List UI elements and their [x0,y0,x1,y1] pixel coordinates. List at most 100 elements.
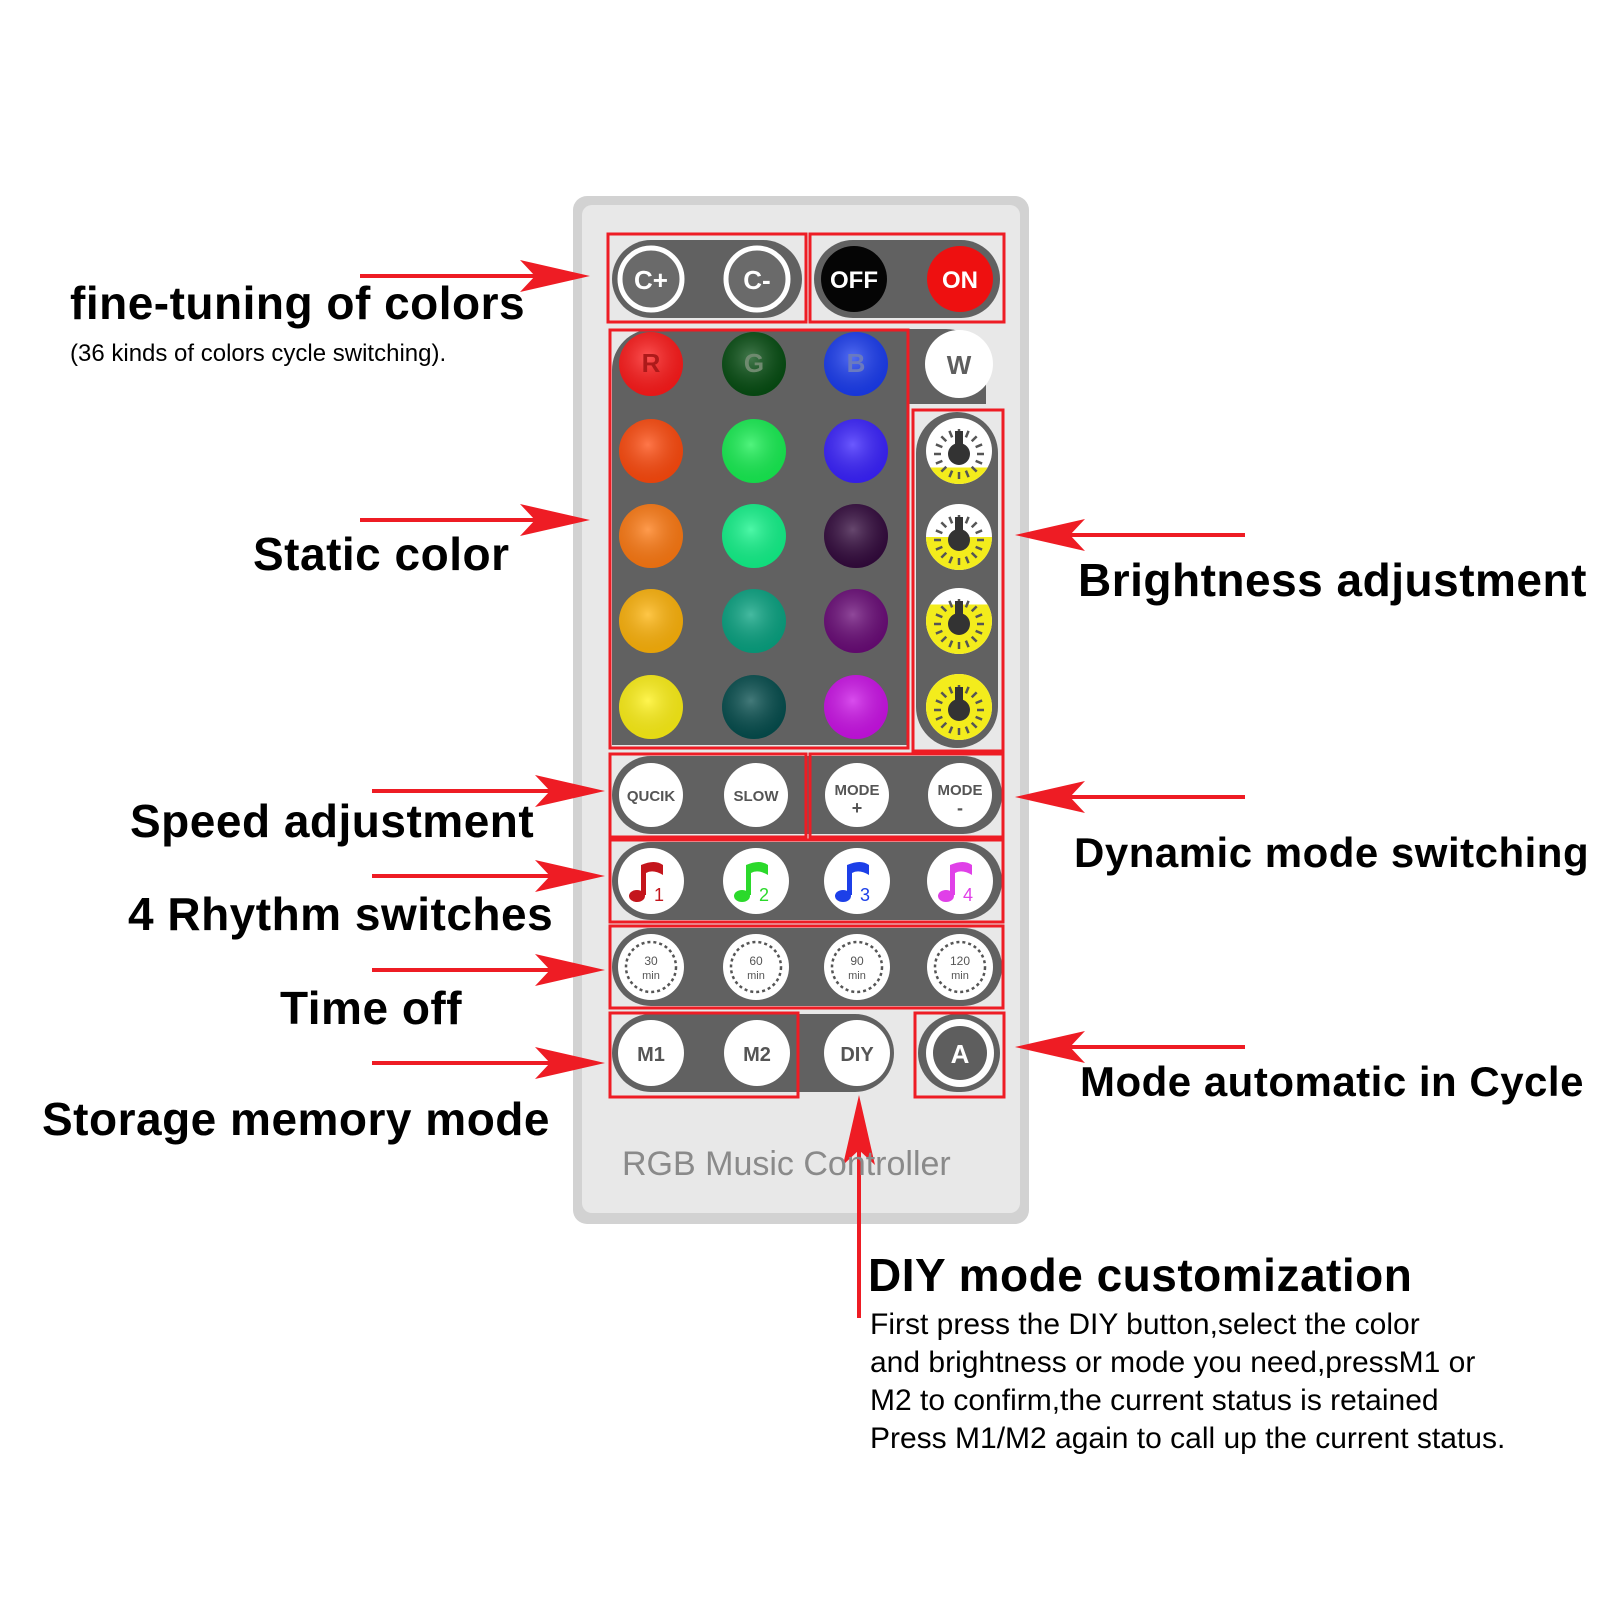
sun-ray [964,726,970,734]
rhythm-button[interactable]: 1 [618,848,684,914]
m2-button[interactable]: M2 [724,1020,790,1086]
sun-ray [970,521,978,529]
sun-ray [935,443,943,449]
sun-ray [975,545,983,551]
slow-button[interactable]: SLOW [724,763,788,827]
label-diy-title: DIY mode customization [868,1249,1413,1301]
arrow-static [360,504,590,536]
timer-unit: min [848,970,866,982]
button-shading [824,675,888,739]
lamp-icon [955,687,963,701]
button-shading [619,419,683,483]
svg-text:C-: C- [743,265,770,295]
m1-button[interactable]: M1 [618,1020,684,1086]
off-button[interactable]: OFF [821,246,887,312]
button-shading [722,675,786,739]
button-shading [722,504,786,568]
sun-ray [940,465,948,473]
sun-ray [935,529,943,535]
brightness-button[interactable] [926,588,992,654]
rhythm-button[interactable]: 2 [723,848,789,914]
button-shading [824,504,888,568]
sun-ray [964,600,970,608]
arrow-auto [1015,1031,1245,1063]
note-head [835,890,851,902]
clock-icon [830,940,884,994]
sun-ray [948,516,954,524]
brand-label: RGB Music Controller [622,1145,951,1183]
sun-ray [948,470,954,478]
arrow-dynamic [1015,781,1245,813]
timer-button-base [927,934,993,1000]
white-button[interactable]: W [925,330,993,398]
arrow-rhythm [372,860,605,892]
music-note-icon [847,862,869,895]
note-head [629,890,645,902]
rhythm-button-base [618,848,684,914]
box-memory [608,1011,800,1099]
quick-button[interactable]: QUCIK [619,763,683,827]
svg-text:C+: C+ [634,265,668,295]
brightness-button[interactable] [926,418,992,484]
box-speed [608,752,808,839]
lamp-icon [955,517,963,531]
color-minus-button[interactable]: C- [723,245,791,313]
arrow-speed [372,775,605,807]
diy-description: First press the DIY button,select the co… [870,1306,1505,1458]
sun-ray [975,443,983,449]
mode-minus-button[interactable]: MODE - [928,763,992,827]
sun-ray [948,556,954,564]
sun-ray [975,629,983,635]
sun-ray [940,605,948,613]
on-button[interactable]: ON [927,246,993,312]
auto-cycle-button[interactable]: A [926,1019,994,1087]
brightness-button[interactable] [926,504,992,570]
sun-ray [970,691,978,699]
sun-ray [970,605,978,613]
box-timer [608,924,1005,1010]
sun-icon [948,443,970,465]
button-shading [722,332,786,396]
rhythm-button[interactable]: 4 [927,848,993,914]
sun-ray [975,715,983,721]
rhythm-button[interactable]: 3 [824,848,890,914]
svg-text:M2: M2 [743,1044,771,1066]
button-shading [722,589,786,653]
label-fine-tuning: fine-tuning of colors [70,277,526,329]
button-shading [824,419,888,483]
button-shading [619,675,683,739]
timer-value: 60 [749,954,763,968]
svg-text:-: - [957,798,963,818]
diy-button[interactable]: DIY [824,1020,890,1086]
svg-text:MODE: MODE [835,782,880,799]
rhythm-number: 1 [654,885,664,905]
sun-ray [970,551,978,559]
box-auto [913,1011,1006,1099]
timer-button-base [824,934,890,1000]
box-fine-tuning [606,232,808,324]
rhythm-button-base [723,848,789,914]
color-plus-button[interactable]: C+ [617,245,685,313]
arrow-brightness [1015,519,1245,551]
green-label: G [744,348,764,378]
diy-line-2: and brightness or mode you need,pressM1 … [870,1346,1476,1379]
sun-icon [948,529,970,551]
brightness-button[interactable] [926,674,992,740]
arrows [360,260,1245,1318]
label-auto-cycle: Mode automatic in Cycle [1080,1058,1584,1105]
label-fine-tuning-note: (36 kinds of colors cycle switching). [70,340,447,367]
button-shading [619,504,683,568]
arrow-storage [372,1047,605,1079]
blue-label: B [847,348,866,378]
rhythm-button-base [824,848,890,914]
sun-ray [975,459,983,465]
button-shading [619,332,683,396]
mode-plus-button[interactable]: MODE + [825,763,889,827]
timer-unit: min [951,970,969,982]
svg-text:+: + [852,798,863,818]
